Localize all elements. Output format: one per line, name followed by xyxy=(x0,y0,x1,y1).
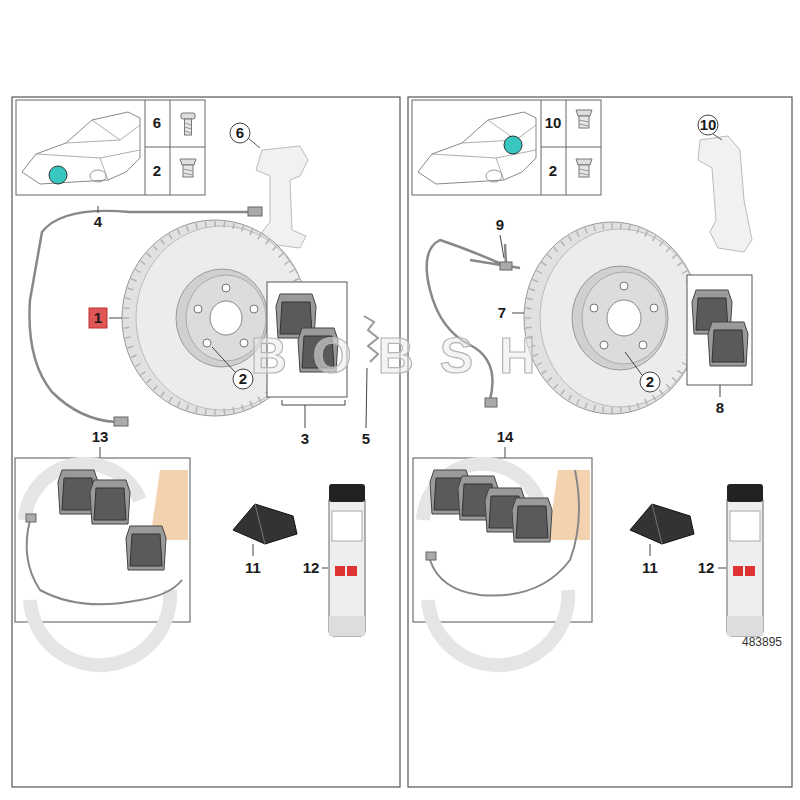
label-anchor: 2 xyxy=(239,370,247,388)
label-anchor: BOBSH xyxy=(251,331,562,381)
label-anchor: 2 xyxy=(549,162,557,180)
callout-number: 13 xyxy=(92,428,109,445)
label-anchor: 483895 xyxy=(742,632,782,650)
label-anchor: 7 xyxy=(498,304,506,322)
label-anchor: 10 xyxy=(545,114,562,132)
label-anchor: 2 xyxy=(153,162,161,180)
callout-number: 2 xyxy=(646,373,654,390)
label-anchor: 6 xyxy=(236,124,244,142)
label-anchor: 10 xyxy=(700,116,717,134)
callout-number: 10 xyxy=(545,114,562,131)
label-anchor: 2 xyxy=(646,373,654,391)
callout-number: 7 xyxy=(498,304,506,321)
callout-number: 12 xyxy=(303,559,320,576)
callout-number: 14 xyxy=(497,428,514,445)
callout-number: 2 xyxy=(549,162,557,179)
label-anchor: 4 xyxy=(94,213,102,231)
callout-number: 9 xyxy=(496,216,504,233)
callout-number: 1 xyxy=(94,309,102,326)
label-anchor: 1 xyxy=(94,309,102,327)
callout-number: 8 xyxy=(716,399,724,416)
callout-number: 6 xyxy=(153,114,161,131)
label-anchor: 9 xyxy=(496,216,504,234)
label-anchor: 8 xyxy=(716,399,724,417)
callout-number: 10 xyxy=(700,116,717,133)
watermark: BOBSH xyxy=(251,328,562,384)
callout-number: 2 xyxy=(153,162,161,179)
label-anchor: 14 xyxy=(497,428,514,446)
label-anchor: 12 xyxy=(698,559,715,577)
callout-number: 12 xyxy=(698,559,715,576)
diagram-code: 483895 xyxy=(742,635,782,649)
label-anchor: 12 xyxy=(303,559,320,577)
label-anchor: 11 xyxy=(642,559,658,577)
callout-number: 11 xyxy=(245,559,261,576)
label-anchor: 5 xyxy=(362,430,370,448)
callout-number: 5 xyxy=(362,430,370,447)
callout-number: 2 xyxy=(239,370,247,387)
callout-number: 4 xyxy=(94,213,102,230)
label-anchor: 3 xyxy=(301,430,309,448)
callout-number: 11 xyxy=(642,559,658,576)
label-anchor: 13 xyxy=(92,428,109,446)
label-anchor: 11 xyxy=(245,559,261,577)
label-anchor: 6 xyxy=(153,114,161,132)
callout-number: 6 xyxy=(236,124,244,141)
callout-number: 3 xyxy=(301,430,309,447)
